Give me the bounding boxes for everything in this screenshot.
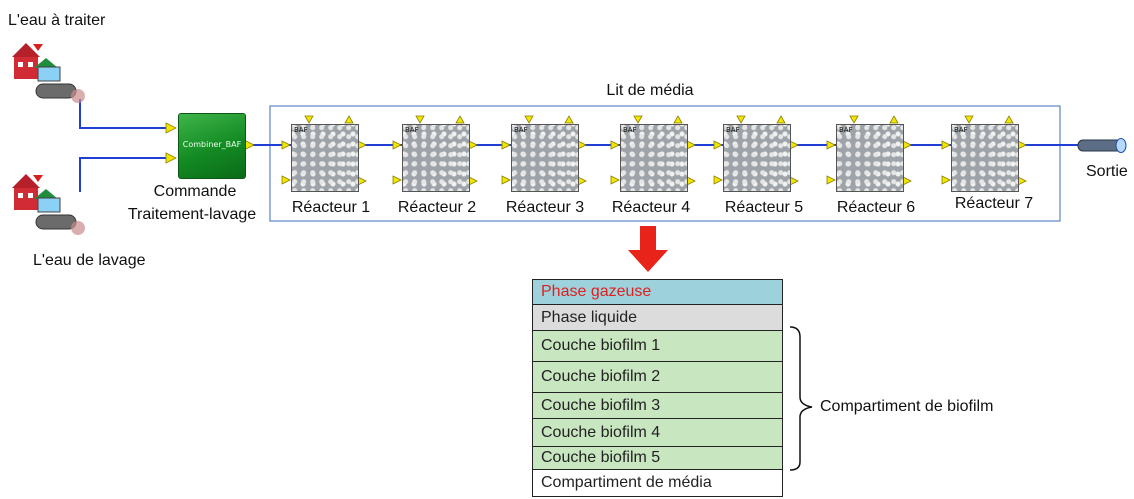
reactor-tag: BAF — [294, 126, 308, 134]
port-icon — [281, 175, 291, 185]
inlet-pipe-treat — [79, 99, 168, 129]
port-icon — [468, 176, 478, 186]
port-icon — [392, 140, 402, 150]
port-icon — [344, 115, 354, 124]
reactor-3: BAF — [511, 124, 579, 192]
reactor-tag: BAF — [954, 126, 968, 134]
port-icon — [789, 140, 799, 150]
port-icon — [501, 140, 511, 150]
port-icon — [392, 175, 402, 185]
port-icon — [826, 140, 836, 150]
layer-biofilm-3: Couche biofilm 3 — [532, 393, 783, 419]
port-icon — [564, 115, 574, 124]
outlet-pipe-icon — [1077, 138, 1127, 153]
reactor-tag: BAF — [623, 126, 637, 134]
port-icon — [713, 140, 723, 150]
port-icon — [165, 152, 177, 164]
port-icon — [964, 115, 974, 124]
reactor-7: BAF — [951, 124, 1019, 192]
port-icon — [610, 175, 620, 185]
reactor-label: Réacteur 2 — [397, 199, 477, 216]
port-icon — [633, 115, 643, 124]
port-icon — [941, 175, 951, 185]
layer-phase-liquide: Phase liquide — [532, 305, 783, 331]
reactor-6: BAF — [836, 124, 904, 192]
port-icon — [577, 176, 587, 186]
reactor-tag: BAF — [839, 126, 853, 134]
reactor-label: Réacteur 3 — [505, 199, 585, 216]
port-icon — [776, 115, 786, 124]
port-icon — [686, 176, 696, 186]
port-icon — [941, 140, 951, 150]
reactor-label: Réacteur 4 — [611, 199, 691, 216]
reactor-tag: BAF — [726, 126, 740, 134]
port-icon — [415, 115, 425, 124]
port-icon — [673, 115, 683, 124]
layer-biofilm-1: Couche biofilm 1 — [532, 331, 783, 362]
layer-biofilm-5: Couche biofilm 5 — [532, 447, 783, 470]
port-icon — [455, 115, 465, 124]
port-icon — [468, 140, 478, 150]
inlet-pipe-wash — [79, 157, 168, 192]
label-eau-de-lavage: L'eau de lavage — [33, 252, 146, 269]
reactor-label: Réacteur 7 — [954, 195, 1034, 212]
port-icon — [577, 140, 587, 150]
port-icon — [1017, 140, 1027, 150]
port-icon — [826, 175, 836, 185]
combiner-baf: Combiner_BAF — [178, 113, 246, 179]
layer-stack: Phase gazeuse Phase liquide Couche biofi… — [532, 279, 783, 497]
port-icon — [713, 175, 723, 185]
port-icon — [1017, 176, 1027, 186]
reactor-tag: BAF — [405, 126, 419, 134]
brace-icon — [789, 326, 813, 471]
port-icon — [357, 176, 367, 186]
label-traitement-lavage: Traitement-lavage — [127, 206, 257, 223]
port-icon — [736, 115, 746, 124]
port-icon — [524, 115, 534, 124]
port-icon — [889, 115, 899, 124]
reactor-2: BAF — [402, 124, 470, 192]
reactor-5: BAF — [723, 124, 791, 192]
port-icon — [304, 115, 314, 124]
port-icon — [501, 175, 511, 185]
reactor-1: BAF — [291, 124, 359, 192]
house-pump-icon-treat — [12, 43, 85, 103]
label-sortie: Sortie — [1086, 163, 1128, 180]
reactor-label: Réacteur 5 — [724, 199, 804, 216]
reactor-label: Réacteur 1 — [291, 199, 371, 216]
label-lit-de-media: Lit de média — [606, 82, 694, 99]
down-arrow-icon — [628, 226, 668, 272]
house-pump-icon-wash — [12, 174, 85, 235]
combiner-tag: Combiner_BAF — [182, 140, 242, 149]
reactor-label: Réacteur 6 — [836, 199, 916, 216]
port-icon — [789, 176, 799, 186]
port-icon — [1004, 115, 1014, 124]
reactor-4: BAF — [620, 124, 688, 192]
layer-biofilm-2: Couche biofilm 2 — [532, 362, 783, 393]
port-icon — [610, 140, 620, 150]
port-icon — [902, 176, 912, 186]
port-icon — [357, 140, 367, 150]
port-icon — [281, 140, 291, 150]
port-icon — [902, 140, 912, 150]
port-icon — [686, 140, 696, 150]
reactor-tag: BAF — [514, 126, 528, 134]
label-eau-a-traiter: L'eau à traiter — [8, 12, 106, 29]
port-icon — [165, 122, 177, 134]
media-bed-box — [269, 105, 1061, 222]
port-icon — [849, 115, 859, 124]
layer-phase-gazeuse: Phase gazeuse — [532, 279, 783, 305]
label-commande: Commande — [153, 183, 237, 200]
layer-compartiment-media: Compartiment de média — [532, 470, 783, 497]
layer-biofilm-4: Couche biofilm 4 — [532, 419, 783, 447]
label-compartiment-biofilm: Compartiment de biofilm — [820, 398, 994, 415]
